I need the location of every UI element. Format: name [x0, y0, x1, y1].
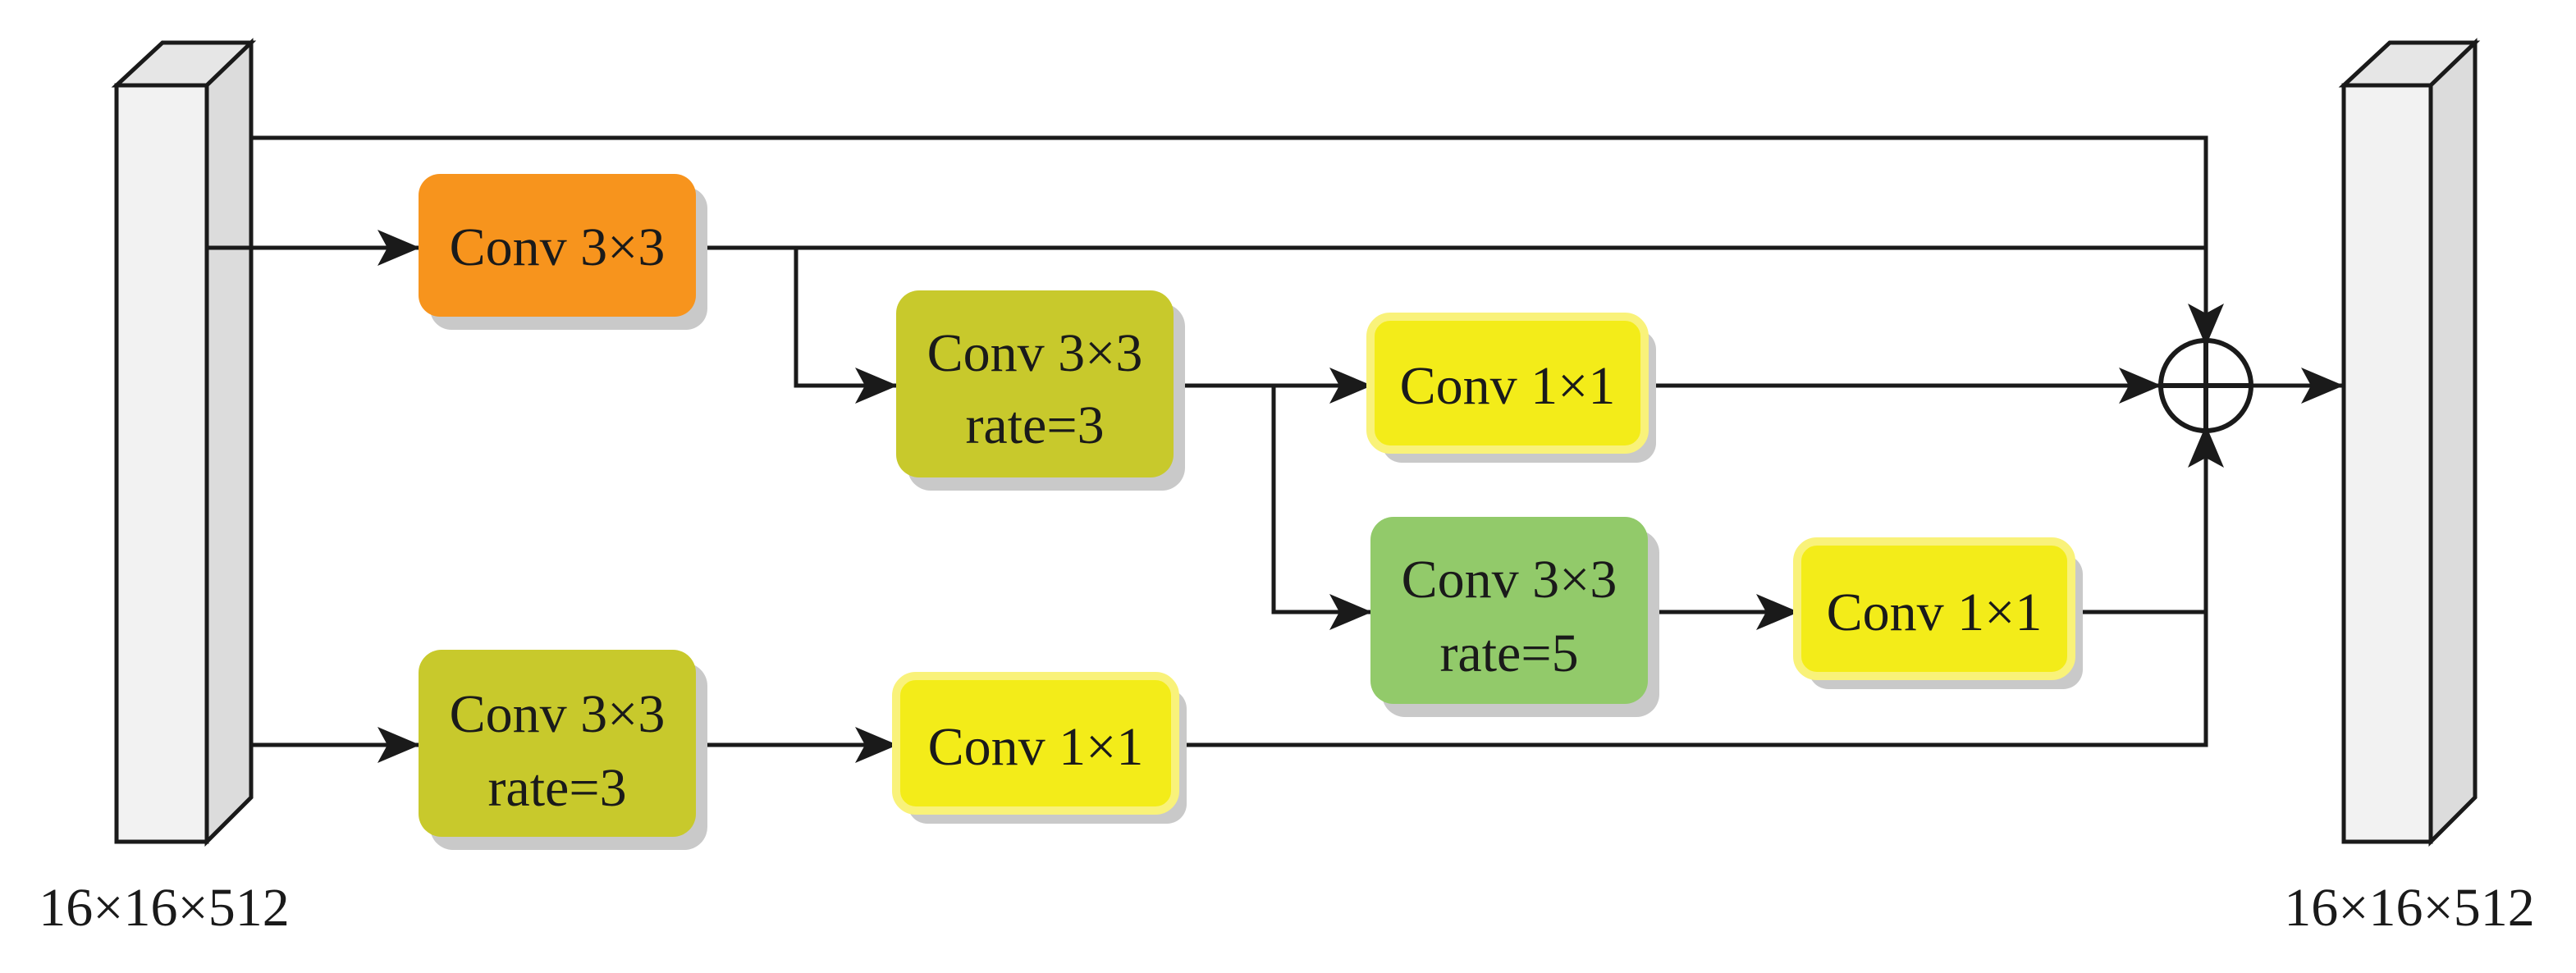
block-conv1x1-bottom-label: Conv 1×1: [928, 717, 1144, 777]
block-conv3x3-rate5-line1: Conv 3×3: [1402, 550, 1617, 610]
output-shape-label: 16×16×512: [2284, 878, 2534, 938]
block-conv1x1-right-label: Conv 1×1: [1827, 582, 2043, 642]
input-shape-label: 16×16×512: [39, 878, 289, 938]
block-conv3x3-rate3-bottom: Conv 3×3 rate=3: [419, 650, 707, 850]
input-tensor-front: [114, 83, 209, 844]
output-tensor-side: [2428, 38, 2478, 847]
block-conv1x1-upper-box: [1366, 313, 1649, 454]
block-conv3x3-rate3-mid-line1: Conv 3×3: [927, 323, 1143, 383]
block-conv3x3-rate3-bottom-line1: Conv 3×3: [450, 684, 666, 744]
block-conv1x1-bottom-box: [892, 672, 1179, 815]
block-conv1x1-upper: Conv 1×1: [1366, 313, 1656, 463]
block-conv1x1-right: Conv 1×1: [1793, 537, 2083, 689]
block-conv3x3-top-box: [419, 174, 696, 317]
block-conv3x3-rate3-mid-box: [896, 290, 1174, 477]
block-conv3x3-rate3-mid-line2: rate=3: [965, 395, 1104, 455]
input-tensor: [111, 38, 257, 847]
connector-conv3x3-to-sum: [696, 245, 2208, 345]
block-conv3x3-rate5-line2: rate=5: [1439, 624, 1578, 683]
block-conv1x1-right-box: [1793, 537, 2075, 680]
block-conv3x3-rate3-bottom-box: [419, 650, 696, 837]
output-tensor: [2338, 38, 2481, 847]
block-conv3x3-top-label: Conv 3×3: [450, 217, 666, 277]
connector-rate3-to-rate5: [1271, 386, 1372, 630]
block-conv1x1-bottom: Conv 1×1: [892, 672, 1187, 824]
sum-node: [2158, 338, 2253, 433]
connector-conv1x1-bottom-to-sum: [1175, 612, 2208, 747]
block-conv3x3-top: Conv 3×3: [419, 174, 707, 330]
connector-conv1x1-right-to-sum: [2071, 425, 2224, 614]
block-conv1x1-upper-label: Conv 1×1: [1400, 356, 1616, 416]
block-conv3x3-rate5: Conv 3×3 rate=5: [1370, 517, 1659, 717]
block-conv3x3-rate3-bottom-line2: rate=3: [487, 758, 626, 818]
connector-conv3x3-to-rate3: [794, 248, 898, 404]
input-tensor-side: [204, 38, 254, 847]
output-tensor-front: [2341, 83, 2433, 844]
block-conv3x3-rate5-box: [1370, 517, 1648, 704]
block-conv3x3-rate3-mid: Conv 3×3 rate=3: [896, 290, 1185, 491]
connectors: [207, 135, 2344, 763]
